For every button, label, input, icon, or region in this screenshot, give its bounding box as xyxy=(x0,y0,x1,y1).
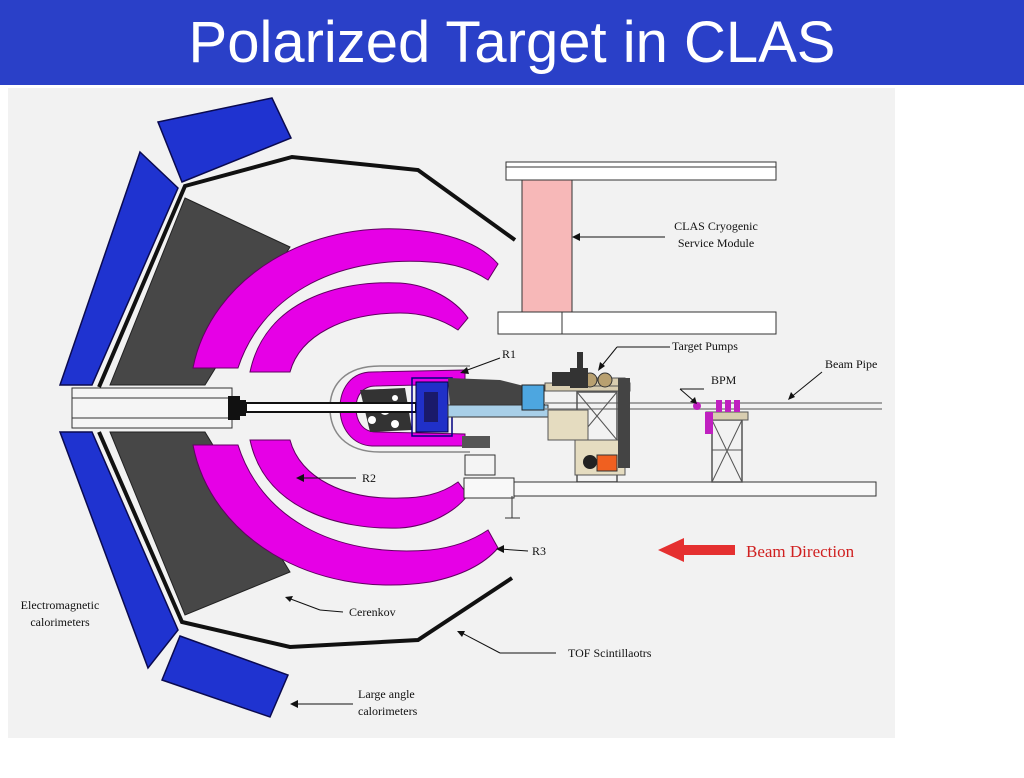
cryostat-line xyxy=(448,378,545,410)
slide-title: Polarized Target in CLAS xyxy=(188,10,836,75)
cerenkov-upper xyxy=(109,197,291,386)
label-r1: R1 xyxy=(502,347,516,361)
bpm-stand xyxy=(693,400,749,483)
em-calorimeter-lower xyxy=(58,431,179,670)
em-calorimeter-group xyxy=(58,97,293,718)
cryostat-lower-box xyxy=(462,436,490,448)
label-tof: TOF Scintillaotrs xyxy=(568,646,652,660)
target-pump-stand xyxy=(544,352,631,483)
beam-direction-arrow xyxy=(658,538,735,562)
em-calorimeter-bottom xyxy=(161,635,290,718)
label-large-angle-line1: Large angle xyxy=(358,687,415,701)
strut-hole-1 xyxy=(368,416,376,424)
beamline-left-outer xyxy=(71,387,233,429)
label-em-calorimeters-line1: Electromagnetic xyxy=(21,598,100,612)
label-beam-pipe: Beam Pipe xyxy=(825,357,877,371)
tof-outline-top xyxy=(97,154,517,388)
label-service-module-line1: CLAS Cryogenic xyxy=(674,219,758,233)
title-bar xyxy=(0,0,1024,85)
r2-chamber-upper xyxy=(249,282,469,373)
leader-lines xyxy=(287,236,823,705)
tof-outline-bottom xyxy=(97,431,514,650)
label-beam-direction: Beam Direction xyxy=(746,542,855,561)
strut-hole-3 xyxy=(391,420,399,428)
beamline-block-1 xyxy=(228,396,240,420)
floor-platform xyxy=(511,481,877,497)
cryostat-blue-vessel xyxy=(521,384,545,411)
target-magnet-core xyxy=(424,392,438,422)
label-large-angle-line2: calorimeters xyxy=(358,704,418,718)
label-cerenkov: Cerenkov xyxy=(349,605,396,619)
beamline-inner-tube xyxy=(245,402,417,413)
cerenkov-lower xyxy=(109,431,291,616)
strut-hole-4 xyxy=(392,395,398,401)
service-module xyxy=(521,179,573,313)
em-calorimeter-top xyxy=(156,97,293,183)
platform-small-box xyxy=(464,454,496,476)
label-service-module-line2: Service Module xyxy=(678,236,754,250)
r3-chamber-upper xyxy=(192,228,499,369)
service-module-base-frame xyxy=(497,311,777,335)
label-r3: R3 xyxy=(532,544,546,558)
beamline-block-2 xyxy=(240,400,246,416)
label-r2: R2 xyxy=(362,471,376,485)
em-calorimeter-upper xyxy=(58,150,179,386)
label-target-pumps: Target Pumps xyxy=(672,339,738,353)
leader-arrowheads xyxy=(285,233,795,708)
label-bpm: BPM xyxy=(711,373,737,387)
service-module-top-frame xyxy=(505,161,777,181)
platform-left-block xyxy=(463,477,515,499)
label-em-calorimeters-line2: calorimeters xyxy=(30,615,90,629)
